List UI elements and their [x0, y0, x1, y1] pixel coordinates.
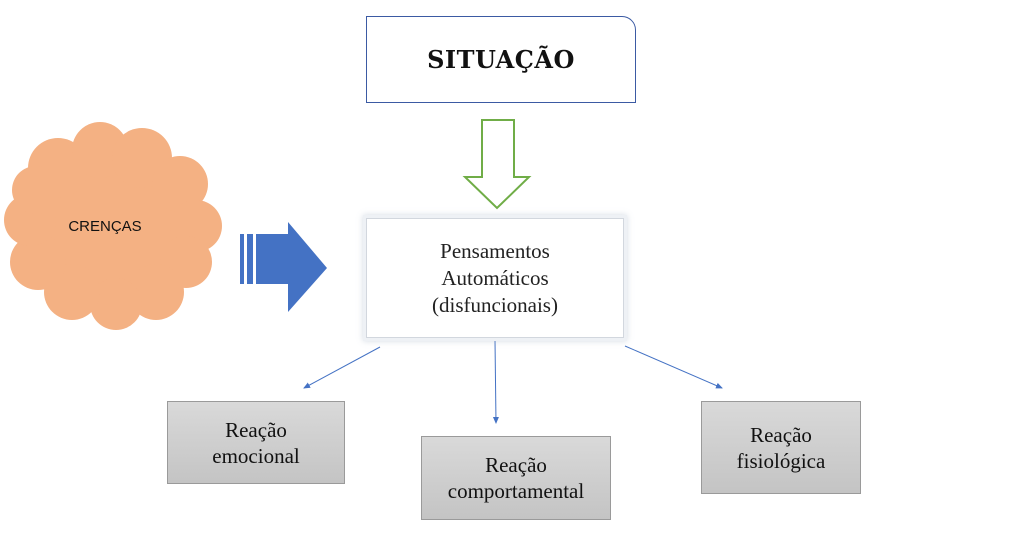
- down-arrow-icon: [462, 119, 532, 210]
- automatic-thoughts-box: Pensamentos Automáticos (disfuncionais): [366, 218, 624, 338]
- right-arrow-icon: [240, 222, 327, 312]
- reaction-title: Reação: [225, 417, 287, 442]
- beliefs-cloud-icon: [4, 122, 222, 330]
- situation-box: SITUAÇÃO: [366, 16, 636, 103]
- reaction-type: comportamental: [447, 479, 585, 503]
- thoughts-line-2: Automáticos: [441, 265, 549, 290]
- thoughts-line-3: (disfuncionais): [432, 292, 558, 317]
- thoughts-line-1: Pensamentos: [440, 238, 550, 263]
- connector-behavioral: [492, 339, 499, 424]
- reaction-title: Reação: [750, 422, 812, 447]
- reaction-type: emocional: [212, 443, 300, 468]
- emotional-reaction-box: Reação emocional: [167, 401, 345, 484]
- connector-physiological: [624, 345, 723, 389]
- connector-emotional: [303, 346, 381, 389]
- beliefs-label: CRENÇAS: [68, 217, 142, 235]
- reaction-type: fisiológica: [736, 448, 826, 473]
- reaction-title: Reação: [485, 453, 547, 477]
- situation-label: SITUAÇÃO: [427, 45, 575, 74]
- physiological-reaction-box: Reação fisiológica: [701, 401, 861, 494]
- behavioral-reaction-box: Reação comportamental: [421, 436, 611, 520]
